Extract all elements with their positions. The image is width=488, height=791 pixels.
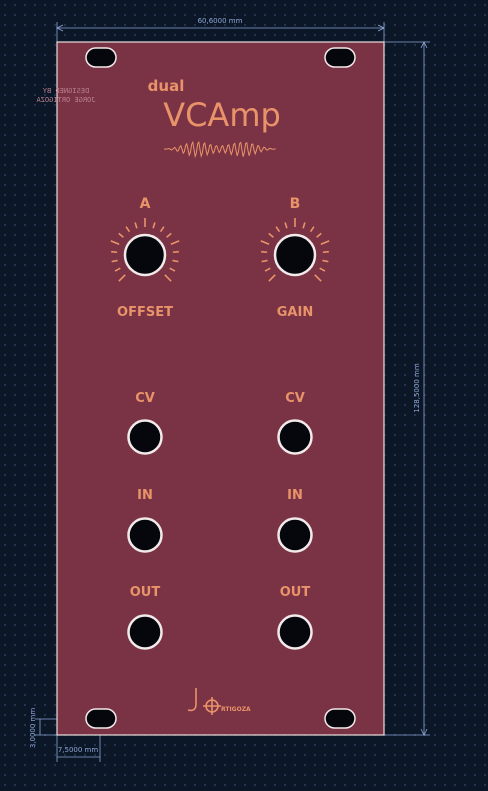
knob-tick — [134, 222, 138, 229]
knob-tick — [316, 232, 322, 238]
width-dimension-label: 60,6000 mm — [198, 17, 243, 25]
hole-offset-dimensions — [35, 718, 101, 762]
front-panel — [56, 41, 385, 736]
knob-tick — [114, 267, 121, 272]
credit-line-2: JORGE ORTIGOZA — [36, 96, 96, 104]
offset-knob-label: OFFSET — [117, 305, 173, 320]
knob-tick — [268, 274, 276, 282]
knob-tick — [302, 222, 306, 229]
title-small: dual — [148, 77, 185, 95]
gain-knob[interactable] — [273, 233, 317, 277]
knob-tick — [322, 250, 329, 254]
knob-tick — [264, 267, 271, 272]
knob-tick — [152, 222, 156, 229]
knob-tick — [260, 240, 270, 246]
out-a-label: OUT — [130, 585, 161, 600]
credit-line-1: DESIGNED BY — [42, 87, 89, 95]
cv-a-label: CV — [135, 391, 155, 406]
out-a-jack[interactable] — [127, 614, 163, 650]
out-b-jack[interactable] — [277, 614, 313, 650]
knob-tick — [172, 250, 179, 254]
knob-tick — [118, 274, 126, 282]
in-a-label: IN — [137, 488, 153, 503]
mounting-hole — [324, 47, 356, 68]
knob-tick — [169, 267, 176, 272]
in-b-jack[interactable] — [277, 517, 313, 553]
mirrored-credit: DESIGNED BY JORGE ORTIGOZA — [36, 87, 96, 104]
knob-tick — [261, 250, 268, 254]
module-title: VCAmp — [163, 96, 281, 134]
knob-tick — [309, 226, 315, 233]
knob-tick — [170, 240, 180, 246]
knob-tick — [159, 226, 165, 233]
cv-a-jack[interactable] — [127, 419, 163, 455]
maker-logo-text: RTIGOZA — [221, 706, 251, 713]
knob-tick — [314, 274, 322, 282]
knob-tick — [110, 240, 120, 246]
knob-scale-ticks-b — [260, 218, 330, 282]
channel-b-label: B — [290, 196, 301, 212]
mounting-holes — [85, 47, 356, 729]
knob-tick — [118, 232, 124, 238]
knob-tick — [268, 232, 274, 238]
knob-tick — [166, 232, 172, 238]
height-dimension — [384, 41, 430, 736]
knob-tick — [319, 267, 326, 272]
knob-tick — [261, 259, 268, 263]
knob-tick — [125, 226, 131, 233]
knob-tick — [320, 240, 330, 246]
knob-tick — [322, 259, 329, 263]
offset-knob[interactable] — [123, 233, 167, 277]
mounting-hole — [85, 47, 117, 68]
in-b-label: IN — [287, 488, 303, 503]
knob-tick — [284, 222, 288, 229]
mounting-hole — [85, 708, 117, 729]
cv-b-label: CV — [285, 391, 305, 406]
hole-offset-x-label: 7,5000 mm — [58, 746, 99, 754]
channel-a-label: A — [140, 196, 151, 212]
knob-tick — [111, 259, 118, 263]
gain-knob-label: GAIN — [277, 305, 313, 320]
in-a-jack[interactable] — [127, 517, 163, 553]
knob-tick — [275, 226, 281, 233]
out-b-label: OUT — [280, 585, 311, 600]
maker-logo — [187, 688, 221, 715]
hole-offset-y-label: 3,0000 mm — [29, 708, 37, 749]
height-dimension-label: 128,5000 mm — [413, 363, 421, 412]
knob-scale-ticks-a — [110, 218, 180, 282]
knob-tick — [111, 250, 118, 254]
knob-tick — [164, 274, 172, 282]
mounting-hole — [324, 708, 356, 729]
width-dimension — [56, 22, 385, 42]
waveform-icon — [163, 140, 276, 159]
knob-tick — [172, 259, 179, 263]
cv-b-jack[interactable] — [277, 419, 313, 455]
